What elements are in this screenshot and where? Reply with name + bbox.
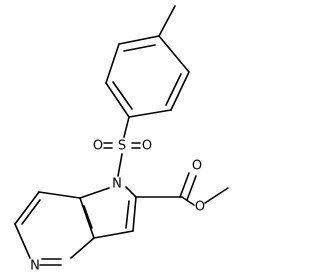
bond-methyl [158,5,176,37]
bond-sulfur-nitrogen [117,153,123,177]
atom-nitrogen-pyridine: N [30,259,40,274]
atom-oxygen-left: O [93,139,103,154]
ester-bonds [135,172,229,206]
atom-nitrogen-indole: N [112,177,122,192]
atom-oxygen-carbonyl: O [192,159,202,174]
bond-aryl-sulfur [123,116,130,138]
atom-oxygen-right: O [142,139,152,154]
sulfonyl-bonds [103,142,141,149]
atom-sulfur: S [118,139,126,154]
tolyl-ring [105,35,190,118]
atom-oxygen-ester: O [195,200,205,215]
pyrrole-ring [79,186,137,239]
chemical-structure: S O O N N O O [14,5,229,274]
pyridine-ring [14,191,95,266]
